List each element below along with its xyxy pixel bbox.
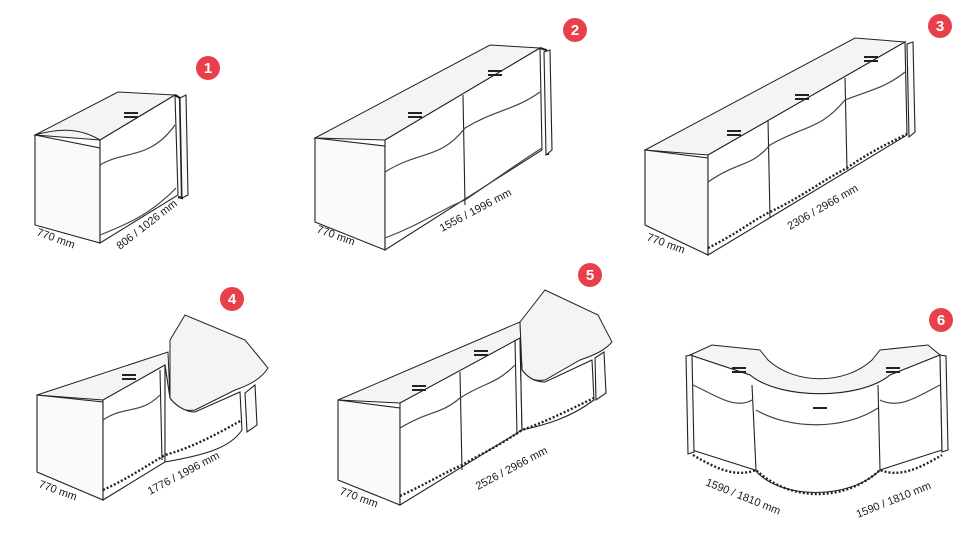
badge-number: 1: [204, 60, 212, 77]
badge-number: 4: [228, 291, 237, 308]
desk-unit-4: 4 770 mm 1776 / 1996 mm: [36, 287, 269, 503]
number-badge-2: 2: [563, 18, 587, 42]
badge-number: 6: [937, 312, 945, 329]
right-width-dimension: 1590 / 1810 mm: [855, 480, 933, 521]
number-badge-1: 1: [196, 56, 220, 80]
badge-number: 3: [936, 18, 944, 35]
desk-unit-6: 6 1590 / 1810 mm 1590 / 1810 mm: [685, 308, 953, 521]
desk-unit-2: 2 770 mm 1556 / 1996 mm: [313, 18, 587, 252]
number-badge-6: 6: [929, 308, 953, 332]
number-badge-3: 3: [928, 14, 952, 38]
desk-unit-1: 1 770 mm 806 / 1026 mm: [33, 56, 220, 252]
desk-unit-3: 3 770 mm 2306 / 2966 mm: [643, 14, 952, 256]
desk-unit-5: 5 770 mm 2526 / 2966 mm: [337, 263, 613, 510]
badge-number: 5: [586, 267, 594, 284]
number-badge-5: 5: [578, 263, 602, 287]
badge-number: 2: [571, 22, 579, 39]
number-badge-4: 4: [220, 287, 244, 311]
